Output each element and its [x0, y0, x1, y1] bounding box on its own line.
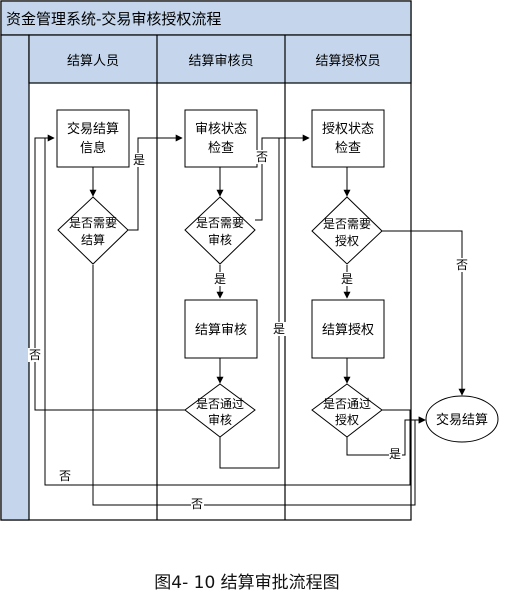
arrow-pass-auth-no: [44, 138, 411, 486]
edge-label-no-need-review: 否: [256, 150, 268, 164]
node-auth-status: [311, 109, 385, 168]
node-settle-review-label: 结算审核: [195, 323, 247, 338]
node-review-status-line2: 检查: [208, 141, 234, 156]
node-trade-settle-label: 交易结算: [436, 412, 488, 428]
node-need-auth: [311, 196, 383, 265]
lane-header-row: [28, 34, 412, 84]
figure-caption: 图4- 10 结算审批流程图: [154, 573, 339, 593]
node-trade-info-line1: 交易结算: [67, 121, 119, 137]
connectors: [34, 134, 466, 506]
edge-label-no-pass-auth: 否: [59, 469, 71, 483]
arrow-need-settle-no: [92, 265, 426, 506]
node-need-review-line2: 审核: [208, 232, 232, 247]
arrow-pass-auth-yes: [346, 416, 426, 456]
arrow-pass-review-yes: [219, 138, 280, 469]
arrow-need-review-no: [255, 134, 310, 221]
node-review-status-line1: 审核状态: [195, 122, 247, 137]
node-auth-status-line2: 检查: [335, 141, 361, 156]
lane-header-authorizer: 结算授权员: [315, 53, 380, 69]
edge-label-no-need-auth: 否: [456, 258, 468, 272]
edge-label-no-need-settle: 否: [191, 497, 203, 511]
node-need-auth-line2: 授权: [335, 233, 359, 248]
node-need-settle-line2: 结算: [81, 232, 105, 247]
diagram-title: 资金管理系统-交易审核授权流程: [6, 10, 221, 28]
lane-header-settler: 结算人员: [67, 54, 119, 69]
node-need-settle-line1: 是否需要: [69, 216, 117, 230]
node-pass-review-line1: 是否通过: [196, 397, 244, 411]
node-auth-status-line1: 授权状态: [322, 121, 374, 137]
lane-header-reviewer: 结算审核员: [188, 54, 253, 69]
node-pass-auth: [311, 383, 383, 438]
edge-label-yes-need-review: 是: [214, 272, 226, 286]
arrow-need-auth-no: [382, 230, 466, 396]
node-need-auth-line1: 是否需要: [323, 217, 371, 231]
node-pass-auth-line2: 授权: [335, 412, 359, 427]
edge-label-yes-pass-review: 是: [273, 322, 285, 336]
node-review-status: [184, 109, 258, 168]
node-need-review: [184, 196, 256, 265]
edge-labels: 是 否 是 是 否 是 否 是 否 否: [28, 150, 469, 511]
node-trade-info: [56, 109, 130, 168]
node-settle-auth-label: 结算授权: [322, 322, 374, 338]
arrow-pass-review-no: [34, 134, 185, 411]
arrow-need-settle-yes: [128, 134, 183, 231]
node-need-settle: [57, 196, 129, 265]
lane-side-bar: [0, 34, 30, 521]
edge-label-yes-need-auth: 是: [341, 272, 353, 286]
node-trade-settle: [425, 395, 499, 443]
edge-label-yes-need-settle: 是: [133, 153, 145, 167]
node-need-review-line1: 是否需要: [196, 216, 244, 230]
diagram-frame: [0, 0, 412, 521]
edge-label-no-pass-review: 否: [29, 348, 41, 362]
node-settle-review: [184, 299, 258, 359]
node-settle-auth: [311, 299, 385, 359]
node-trade-info-line2: 信息: [80, 140, 106, 156]
node-pass-auth-line1: 是否通过: [323, 397, 371, 411]
edge-label-yes-pass-auth: 是: [389, 447, 401, 461]
node-pass-review: [184, 383, 256, 438]
node-pass-review-line2: 审核: [208, 412, 232, 427]
